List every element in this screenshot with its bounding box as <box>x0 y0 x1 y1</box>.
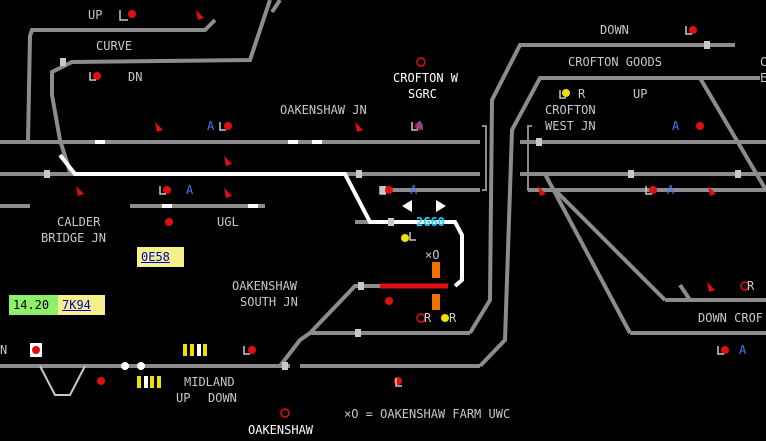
clock-display: 14.20 <box>9 295 59 315</box>
berth-box-7k94[interactable]: 7K94 <box>58 295 105 315</box>
label-up-mid: UP <box>176 391 191 405</box>
label-or-b: R <box>449 311 457 325</box>
aws-a: A <box>410 183 418 197</box>
signal-red[interactable] <box>721 346 729 354</box>
label-ugl: UGL <box>217 215 239 229</box>
label-crofton-w: CROFTON W <box>393 71 459 85</box>
signal-outlines <box>280 57 750 418</box>
signal-yellow[interactable] <box>441 314 449 322</box>
level-crossing-barrier-bottom[interactable] <box>432 294 440 310</box>
route-arrows <box>402 200 446 212</box>
aws-a: A <box>207 119 215 133</box>
signal-posts <box>89 10 724 387</box>
label-n: N <box>0 343 8 357</box>
berth-box-0e58[interactable]: 0E58 <box>137 247 184 267</box>
label-legend: ×O = OAKENSHAW FARM UWC <box>344 407 511 421</box>
label-e-right: E <box>760 71 766 85</box>
berth-headcode[interactable]: 7K94 <box>62 298 91 312</box>
label-oakenshaw-bottom: OAKENSHAW <box>248 423 314 437</box>
aws-a: A <box>672 119 680 133</box>
signal-yellow[interactable] <box>562 89 570 97</box>
label-up-top: UP <box>88 8 103 22</box>
signal-red[interactable] <box>97 377 105 385</box>
berth-headcode[interactable]: 0E58 <box>141 250 170 264</box>
label-down-top: DOWN <box>600 23 629 37</box>
label-west-jn: WEST JN <box>545 119 596 133</box>
label-crofton: CROFTON <box>545 103 596 117</box>
label-midland: MIDLAND <box>184 375 235 389</box>
track-circuit-joints <box>44 41 741 370</box>
label-r-crofton: R <box>578 87 586 101</box>
label-xo: ×O <box>425 248 440 262</box>
signal-red[interactable] <box>165 218 173 226</box>
shunt-signals[interactable] <box>76 10 716 292</box>
signal-red[interactable] <box>385 297 393 305</box>
signal-red[interactable] <box>163 186 171 194</box>
signal-red[interactable] <box>689 26 697 34</box>
label-bridge-jn: BRIDGE JN <box>41 231 107 245</box>
signal-red[interactable] <box>415 122 423 130</box>
label-calder: CALDER <box>57 215 101 229</box>
signal-off[interactable] <box>416 313 426 323</box>
label-curve: CURVE <box>96 39 133 53</box>
aws-a: A <box>667 183 675 197</box>
train-describer-headcode[interactable]: 2G60 <box>416 215 445 229</box>
label-oakenshaw-jn: OAKENSHAW JN <box>280 103 367 117</box>
signal-off[interactable] <box>280 408 290 418</box>
signal-red[interactable] <box>93 72 101 80</box>
label-or-a: R <box>424 311 432 325</box>
label-crofton-goods: CROFTON GOODS <box>568 55 662 69</box>
signal-red[interactable] <box>224 122 232 130</box>
label-down-mid: DOWN <box>208 391 237 405</box>
signal-red[interactable] <box>385 186 393 194</box>
label-south-jn: SOUTH JN <box>240 295 298 309</box>
signal-off[interactable] <box>416 57 426 67</box>
ground-frame-indicators <box>30 343 207 396</box>
label-c-right: C <box>760 55 766 69</box>
signal-red[interactable] <box>696 122 704 130</box>
label-sgrc: SGRC <box>408 87 437 101</box>
signal-off[interactable] <box>740 281 750 291</box>
set-route <box>58 140 464 288</box>
label-dn: DN <box>128 70 143 84</box>
level-crossing-barrier-top[interactable] <box>432 262 440 278</box>
label-down-crof: DOWN CROF <box>698 311 764 325</box>
signal-yellow[interactable] <box>401 234 409 242</box>
signal-red[interactable] <box>128 10 136 18</box>
label-r-right: R <box>747 279 755 293</box>
signal-red[interactable] <box>394 377 402 385</box>
signal-red[interactable] <box>248 346 256 354</box>
aws-a: A <box>739 343 747 357</box>
aws-a: A <box>186 183 194 197</box>
aws-a: A <box>416 119 424 133</box>
signal-red[interactable] <box>649 186 657 194</box>
label-up-crofton: UP <box>633 87 648 101</box>
label-oakenshaw-south: OAKENSHAW <box>232 279 298 293</box>
